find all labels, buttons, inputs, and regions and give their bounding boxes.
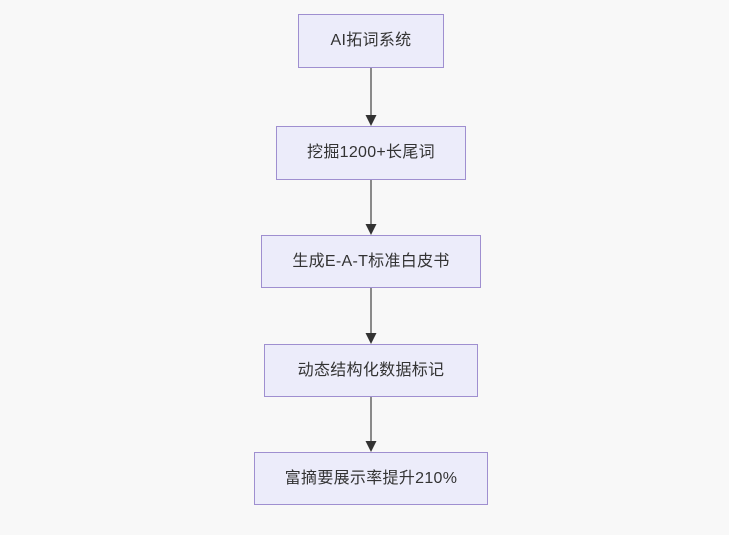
flow-edge-n3-n4: [361, 288, 381, 344]
flow-edge-n4-n5: [361, 397, 381, 452]
flow-edge-n1-n2: [361, 68, 381, 126]
arrowhead-icon: [365, 333, 377, 344]
flow-node-mine-longtail-keywords[interactable]: 挖掘1200+长尾词: [276, 126, 466, 180]
flow-node-rich-snippet-impression-lift[interactable]: 富摘要展示率提升210%: [254, 452, 488, 505]
flow-node-label: 动态结构化数据标记: [297, 361, 445, 379]
flow-node-label: 挖掘1200+长尾词: [307, 144, 435, 161]
flow-node-label: 生成E-A-T标准白皮书: [292, 252, 450, 270]
arrowhead-icon: [365, 441, 377, 452]
flow-node-generate-eat-whitepaper[interactable]: 生成E-A-T标准白皮书: [261, 235, 481, 288]
flow-node-dynamic-structured-data-markup[interactable]: 动态结构化数据标记: [264, 344, 478, 397]
flow-node-label: AI拓词系统: [330, 32, 412, 49]
flow-node-label: 富摘要展示率提升210%: [284, 469, 458, 487]
flow-node-ai-keyword-system[interactable]: AI拓词系统: [298, 14, 444, 68]
arrowhead-icon: [365, 115, 377, 126]
arrowhead-icon: [365, 224, 377, 235]
flow-edge-n2-n3: [361, 180, 381, 235]
